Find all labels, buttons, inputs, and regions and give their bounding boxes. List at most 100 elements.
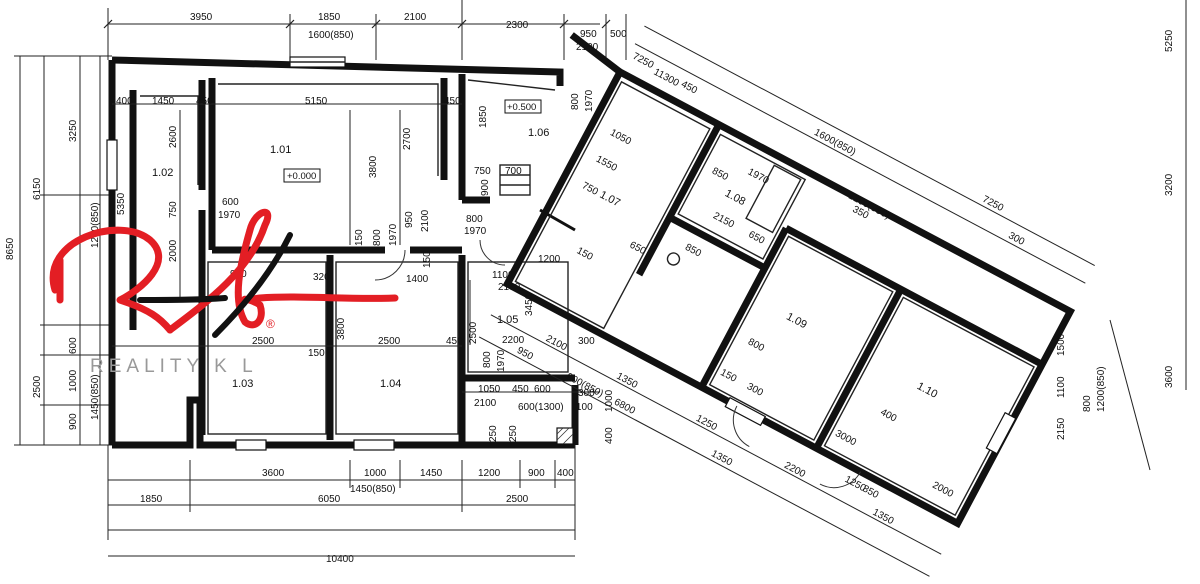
dim-inner-80: 300	[745, 381, 765, 399]
dim-inner-9: 2000	[168, 239, 179, 262]
dim-inner-33: 1970	[584, 89, 595, 112]
room-label-1-04: 1.04	[380, 378, 401, 390]
dim-inner-98: 5250	[1164, 29, 1175, 52]
company-logo: ® REALITY K L	[49, 209, 399, 377]
dim-bottom-4: 900	[528, 468, 545, 479]
dim-inner-89: 1100	[1056, 376, 1067, 398]
dim-inner-15: 2100	[420, 209, 431, 232]
dim-inner-38: 2200	[502, 335, 525, 346]
dim-inner-28: 1850	[478, 105, 489, 128]
room-label-1-09: 1.09	[784, 311, 809, 332]
left-inner-dimensions: 400 1450 450 5150 450 2600 750 600 1970 …	[112, 89, 615, 444]
level-marker-box-2	[504, 99, 542, 114]
dim-inner-40: 800	[482, 351, 493, 368]
dim-bottom-7: 1850	[140, 494, 163, 505]
dim-inner-109: 1250	[694, 413, 719, 433]
dim-inner-96b: 7250	[631, 51, 656, 71]
dim-inner-21: 150	[422, 251, 433, 268]
logo-slash	[212, 232, 293, 338]
dim-inner-47: 600(1300)	[518, 402, 564, 413]
dim-inner-53: 400	[604, 427, 615, 444]
dim-inner-85: 2000	[930, 480, 955, 500]
dim-inner-12: 2700	[402, 127, 413, 150]
dim-inner-60: 1050	[608, 127, 633, 147]
dim-inner-14: 950	[404, 211, 415, 228]
room-label-1-07: 1.07	[598, 189, 623, 210]
dim-left-2: 3250	[68, 119, 79, 142]
dim-inner-49: 250	[488, 425, 499, 442]
dim-top-6: 1600(850)	[308, 30, 354, 41]
dim-inner-18: 150	[354, 229, 365, 246]
dim-inner-65: 650	[628, 240, 648, 258]
dim-inner-52: 1000	[604, 389, 615, 412]
level-marker-1-01: +0.000	[287, 171, 316, 182]
dim-left-7: 600	[68, 337, 79, 354]
dim-inner-50: 250	[508, 425, 519, 442]
dim-inner-64: 850	[710, 166, 730, 184]
room-label-1-05: 1.05	[497, 314, 518, 326]
logo-f-stroke	[166, 209, 399, 334]
dim-bottom-3: 1200	[478, 468, 501, 479]
dim-top-1: 1850	[318, 12, 341, 23]
dim-inner-30: 700	[505, 166, 522, 177]
dim-inner-6: 750	[168, 201, 179, 218]
bottom-dimensions: 3600 1000 1450 1200 900 400 1450(850) 18…	[107, 445, 576, 565]
dim-top-0: 3950	[190, 12, 213, 23]
dim-top-4: 950	[580, 29, 597, 40]
dim-inner-102: 800	[1082, 395, 1093, 412]
dim-inner-43: 1050	[478, 384, 501, 395]
dim-inner-71: 2150	[711, 210, 736, 230]
dim-inner-62: 750	[580, 180, 600, 198]
dim-inner-31: 900	[480, 179, 491, 196]
dim-inner-105: 950	[515, 345, 535, 363]
dim-left-5: 1000	[68, 369, 79, 392]
right-dimensions: 5250 3200 3600 1200(850) 800 2150 1100 1…	[1056, 0, 1187, 471]
dim-inner-11: 320	[313, 272, 330, 283]
room-label-1-10: 1.10	[915, 380, 940, 401]
room-label-1-01: 1.01	[270, 144, 291, 156]
dim-inner-34: 1100	[492, 270, 514, 281]
dim-inner-83: 400	[878, 407, 898, 425]
dim-inner-25: 450	[446, 336, 463, 347]
dim-left-8: 1450(850)	[90, 374, 101, 420]
dim-left-4: 2500	[32, 375, 43, 398]
dim-inner-16: 800	[466, 214, 483, 225]
dim-inner-87: 850	[860, 483, 880, 501]
dim-inner-23: 2500	[252, 336, 275, 347]
dim-inner-106: 2100	[544, 333, 569, 353]
dim-inner-29: 750	[474, 166, 491, 177]
dim-inner-61: 1550	[594, 154, 619, 174]
dim-inner-93: 1200(950)	[846, 191, 891, 222]
dim-inner-99: 3200	[1164, 173, 1175, 196]
room-label-1-02: 1.02	[152, 167, 173, 179]
dim-left-3: 5350	[116, 192, 127, 215]
dim-inner-36: 1200	[538, 254, 561, 265]
dim-bottom-5: 400	[557, 468, 574, 479]
left-block-walls	[106, 56, 579, 451]
dim-inner-8: 1970	[218, 210, 241, 221]
dim-inner-101: 1200(850)	[1096, 366, 1107, 412]
dim-inner-88: 1500	[1056, 333, 1067, 356]
dim-top-3: 2300	[506, 20, 529, 31]
dim-inner-13: 3800	[368, 155, 379, 178]
dim-inner-97: 300	[1006, 230, 1026, 248]
dim-inner-32: 800	[570, 93, 581, 110]
dim-inner-3: 5150	[305, 96, 328, 107]
dim-inner-112: 1350	[871, 507, 896, 527]
dim-left-0: 8650	[5, 237, 16, 260]
dim-inner-92: 1600(850)	[812, 127, 857, 158]
dim-left-1: 6150	[32, 177, 43, 200]
dim-inner-79: 150	[718, 367, 738, 385]
dim-bottom-2: 1450	[420, 468, 443, 479]
dim-inner-26: 150	[308, 348, 325, 359]
dim-left-9: 1200(850)	[90, 202, 101, 248]
dim-bottom-0: 3600	[262, 468, 285, 479]
dim-inner-110: 2200	[782, 460, 807, 480]
dim-bottom-10: 10400	[326, 554, 354, 565]
dim-inner-1: 1450	[152, 96, 175, 107]
left-room-labels: 1.02 1.01 +0.000 1.03 1.04 1.05 +0.500 1…	[152, 99, 549, 390]
dim-inner-17: 1970	[464, 226, 487, 237]
dim-inner-77: 800	[746, 337, 766, 355]
dim-bottom-8: 6050	[318, 494, 341, 505]
dim-inner-7: 600	[222, 197, 239, 208]
